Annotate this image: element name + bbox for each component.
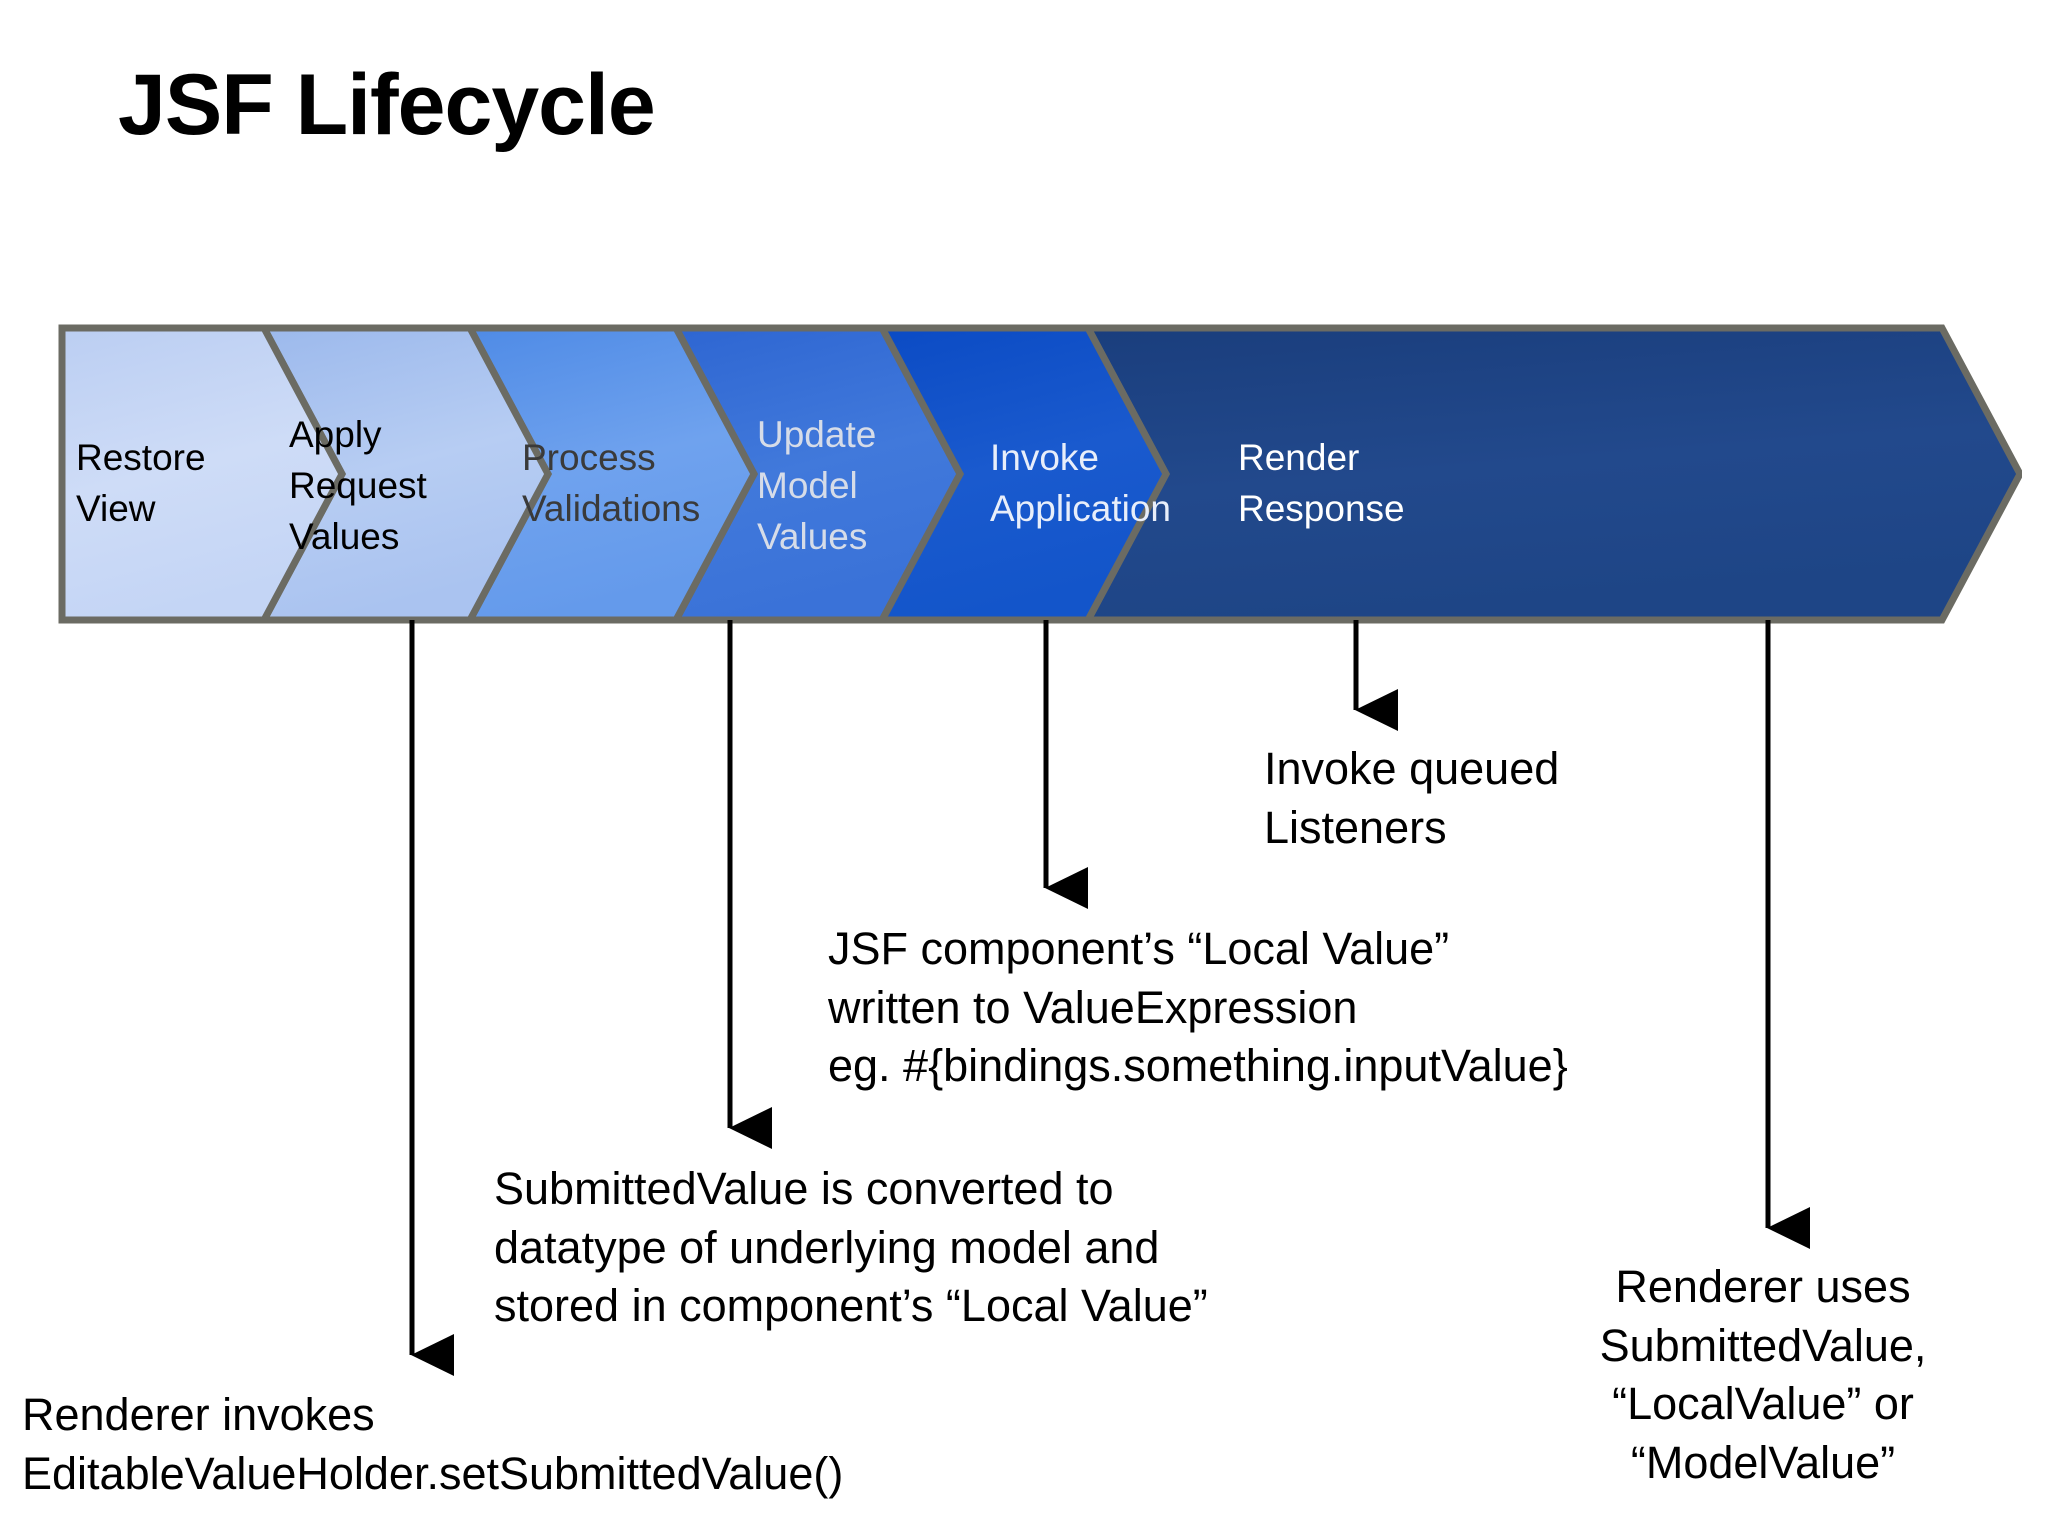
page-title: JSF Lifecycle <box>118 57 656 153</box>
lifecycle-chevron-band: Restore View Apply Request Values Proces… <box>58 324 2022 624</box>
annotation-local-value: JSF component’s “Local Value” written to… <box>828 923 1568 1091</box>
annotation-invoke-listeners: Invoke queued Listeners <box>1264 743 1560 853</box>
chevron-stage-6[interactable] <box>1082 324 2022 624</box>
annotation-renderer-uses: Renderer uses SubmittedValue, “LocalValu… <box>1599 1261 1927 1488</box>
annotation-renderer-invokes: Renderer invokes EditableValueHolder.set… <box>22 1389 844 1499</box>
annotation-submitted-value: SubmittedValue is converted to datatype … <box>494 1163 1208 1331</box>
chevron-stage-1[interactable] <box>58 324 346 624</box>
